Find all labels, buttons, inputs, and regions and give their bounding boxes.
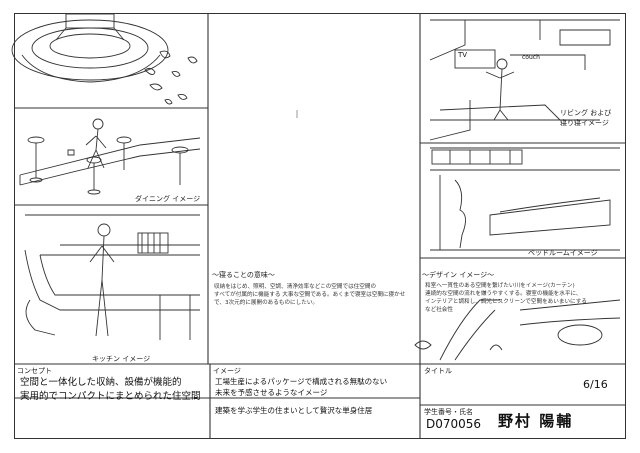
caption-dining: ダイニング イメージ: [135, 195, 201, 203]
concept-label: コンセプト: [17, 367, 52, 375]
image-label: イメージ: [213, 367, 241, 375]
living-sketch: [429, 19, 620, 141]
student-name: 野村 陽輔: [498, 412, 574, 430]
page-number: 6/16: [583, 378, 608, 391]
ceiling-sketch: [11, 13, 198, 105]
caption-living: リビング および 寝り寝イメージ: [560, 109, 612, 127]
bedroom-sketch: [430, 147, 620, 251]
caption-kitchen: キッチン イメージ: [92, 355, 151, 363]
notes-heading: ～寝ることの意味～: [212, 271, 275, 279]
sheet-frame: [14, 13, 626, 439]
title-label: タイトル: [424, 367, 452, 375]
design-sketch: [414, 299, 621, 361]
couch-label: couch: [522, 54, 540, 61]
student-id: D070056: [426, 417, 482, 431]
kitchen-sketch: [24, 214, 200, 340]
student-label: 学生番号・氏名: [424, 408, 473, 416]
image-text: 工場生産によるパッケージで構成される無駄のない 未来を予感させるようなイメージ: [215, 377, 388, 397]
tv-label: TV: [458, 51, 468, 59]
dining-sketch: [19, 118, 201, 195]
notes-body: 収納をはじめ、照明、空調、清浄効率などこの空間では住空間の すべてが付属的に機能…: [214, 284, 406, 306]
concept-text: 空間と一体化した収納、設備が機能的 実用的でコンパクトにまとめられた住空間: [20, 377, 201, 402]
design-heading: ～デザイン イメージ～: [422, 271, 495, 279]
caption-bedroom: ベッドルームイメージ: [528, 249, 598, 257]
design-body: 和室へ一貫性のある空間を繋げたい川をイメージ(カーテン) 連続的な空間の流れを嫌…: [425, 283, 587, 313]
image-text-2: 建築を学ぶ学生の住まいとして贅沢な単身住居: [215, 406, 373, 415]
